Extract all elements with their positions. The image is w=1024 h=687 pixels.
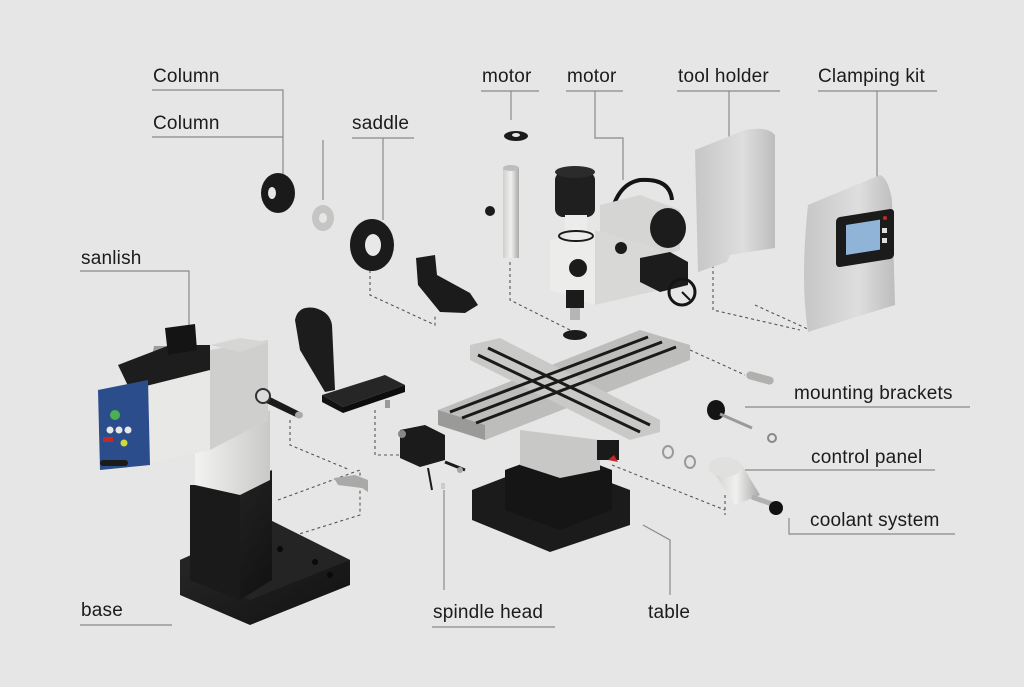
cross-table [438, 330, 690, 552]
label-motor-1: motor [482, 66, 532, 87]
column-rings [261, 173, 394, 271]
l-bracket [295, 307, 405, 413]
spindle-motor-head [550, 166, 697, 340]
label-spindle-head: spindle head [433, 602, 544, 623]
label-base: base [81, 600, 124, 621]
column-assembly [98, 324, 350, 625]
label-column-1: Column [153, 66, 220, 87]
label-coolant-system: coolant system [810, 510, 940, 531]
label-control-panel: control panel [811, 447, 923, 468]
dashed-connectors [277, 262, 811, 541]
label-column-2: Column [153, 113, 220, 134]
saddle-part [416, 255, 478, 313]
label-saddle: saddle [352, 113, 410, 134]
tool-holder-part [695, 128, 775, 272]
clamping-kit-part [804, 175, 895, 332]
small-parts-right [662, 371, 783, 515]
label-tool-holder: tool holder [678, 66, 769, 87]
label-sanlish: sanlish [81, 248, 142, 269]
label-mounting-brackets: mounting brackets [794, 383, 953, 404]
hook-bracket [334, 475, 368, 492]
label-table: table [648, 602, 691, 623]
vise-part [398, 425, 466, 491]
motor-parts [485, 131, 528, 258]
leader-column-1 [152, 89, 284, 178]
label-motor-2: motor [567, 66, 617, 87]
label-clamping-kit: Clamping kit [818, 66, 925, 87]
